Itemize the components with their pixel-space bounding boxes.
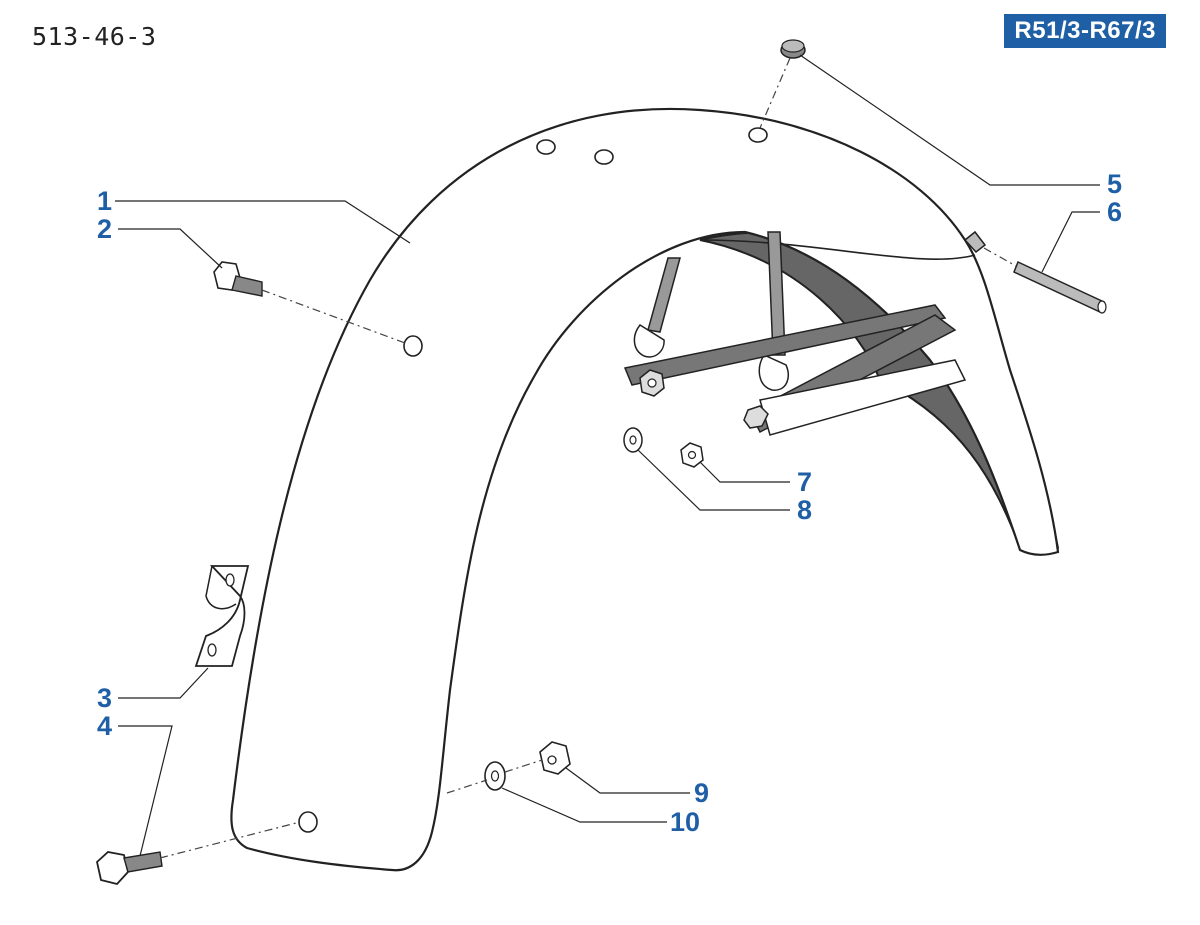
callout-6: 6 — [1107, 197, 1122, 227]
nut-small[interactable] — [680, 442, 704, 468]
callout-8: 8 — [797, 495, 812, 525]
callout-1: 1 — [97, 186, 112, 216]
callout-9: 9 — [694, 778, 709, 808]
diagram-code: 513-46-3 — [32, 22, 157, 51]
callout-10: 10 — [670, 807, 700, 837]
washer-lower[interactable] — [484, 761, 506, 791]
leader-lines — [115, 54, 1100, 857]
assembly-lines — [159, 57, 1017, 859]
callout-5: 5 — [1107, 169, 1122, 199]
callout-2: 2 — [97, 214, 112, 244]
callout-3: 3 — [97, 683, 112, 713]
callout-7: 7 — [797, 467, 812, 497]
washer-small[interactable] — [623, 427, 643, 453]
pin[interactable] — [1013, 260, 1107, 314]
clamp-bracket[interactable] — [194, 565, 250, 667]
callout-numbers: 1 2 3 4 5 6 7 8 9 10 — [97, 169, 1122, 837]
model-range-badge: R51/3-R67/3 — [1004, 14, 1166, 48]
bolt-lower[interactable] — [96, 851, 163, 886]
rear-fender[interactable] — [230, 107, 1060, 872]
nut-lower[interactable] — [539, 741, 571, 775]
bolt-upper[interactable] — [213, 261, 263, 297]
fender-body — [230, 107, 1060, 872]
callout-4: 4 — [97, 711, 112, 741]
plug-cap[interactable] — [780, 39, 806, 59]
fender-stays — [623, 231, 967, 436]
